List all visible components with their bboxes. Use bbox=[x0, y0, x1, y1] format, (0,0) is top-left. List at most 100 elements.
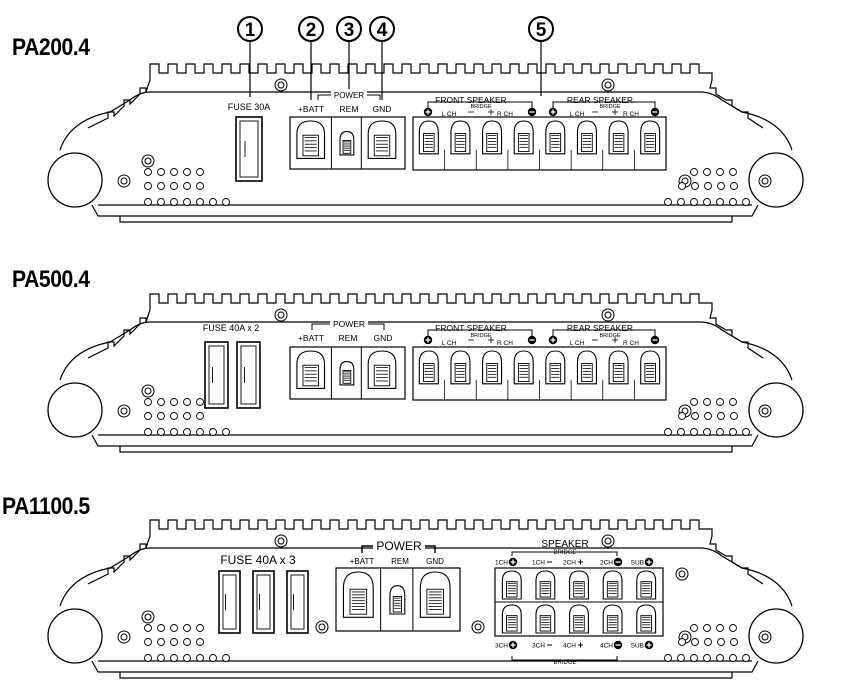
screw-terminal bbox=[482, 350, 503, 385]
screw-terminal bbox=[576, 350, 597, 385]
callout-1: 1 bbox=[237, 16, 263, 97]
speaker-section: FRONT SPEAKER REAR SPEAKER BRIDGE BRIDGE… bbox=[412, 323, 667, 401]
fuse-holder bbox=[252, 570, 275, 634]
screw-terminal bbox=[602, 604, 623, 634]
model-title-pa200-4: PA200.4 bbox=[12, 34, 90, 61]
screw-terminal bbox=[418, 350, 439, 385]
power-terminal-label: +BATT bbox=[298, 333, 324, 343]
screw-terminal bbox=[576, 120, 597, 155]
plus-polarity-icon bbox=[548, 335, 558, 345]
mounting-screw bbox=[601, 308, 615, 322]
amp-pa500-4: FUSE 40A x 2 POWER +BATT REM GND FRONT S… bbox=[47, 293, 804, 453]
screw-terminal bbox=[418, 120, 439, 155]
mounting-screw bbox=[274, 534, 288, 548]
amp-pa1100-5: FUSE 40A x 3 POWER +BATT REM GND SPEAKER… bbox=[47, 519, 804, 679]
heat-sink-fins bbox=[87, 519, 764, 585]
screw-terminal bbox=[636, 604, 657, 634]
speaker-bracket bbox=[552, 329, 656, 340]
heat-sink-fins bbox=[87, 63, 764, 129]
mounting-screw bbox=[141, 384, 155, 398]
speaker-label: SPEAKER bbox=[541, 539, 588, 550]
mounting-screw bbox=[117, 404, 131, 418]
mounting-screw bbox=[117, 630, 131, 644]
fuse-section: FUSE 30A bbox=[228, 102, 271, 182]
plus-sign bbox=[578, 559, 583, 565]
minus-polarity-icon bbox=[527, 107, 537, 117]
power-terminal-label: +BATT bbox=[350, 557, 375, 566]
amplifier-housing bbox=[47, 293, 804, 453]
screw-terminal bbox=[513, 120, 534, 155]
screw-terminal bbox=[640, 120, 661, 155]
power-section: POWER +BATT REM GND bbox=[289, 89, 406, 170]
channel-label: 1CH bbox=[532, 560, 545, 567]
mounting-screw bbox=[758, 404, 772, 418]
screw-terminal bbox=[608, 120, 629, 155]
screw-terminal bbox=[535, 570, 556, 600]
left-channel-label: L CH bbox=[442, 340, 457, 347]
callout-number: 1 bbox=[245, 20, 256, 41]
channel-label: 3CH bbox=[532, 643, 545, 650]
power-terminal-label: GND bbox=[373, 104, 392, 114]
callout-4: 4 bbox=[369, 16, 395, 100]
right-channel-label: R CH bbox=[623, 111, 639, 118]
callout-number: 2 bbox=[306, 20, 317, 41]
speaker-bracket bbox=[552, 101, 656, 112]
channel-label: SUB bbox=[631, 643, 644, 650]
screw-terminal bbox=[501, 604, 522, 634]
housing-top bbox=[59, 321, 793, 381]
channel-label: SUB bbox=[631, 560, 644, 567]
speaker-bracket bbox=[427, 329, 533, 340]
fin-outline bbox=[87, 63, 764, 129]
left-end-cap bbox=[47, 608, 103, 664]
channel-label: 2CH bbox=[600, 560, 613, 567]
fuse-holder bbox=[218, 570, 241, 634]
callout-number: 4 bbox=[377, 20, 388, 41]
channel-label: 3CH bbox=[495, 643, 508, 650]
heat-sink-fins bbox=[87, 293, 764, 359]
screw-terminal bbox=[535, 604, 556, 634]
vent-holes bbox=[144, 168, 750, 206]
rear-speaker-label: REAR SPEAKER bbox=[567, 95, 633, 105]
screw-terminal bbox=[608, 350, 629, 385]
bridge-label: BRIDGE bbox=[470, 104, 491, 110]
channel-label: 1CH bbox=[495, 560, 508, 567]
screw-terminal bbox=[501, 570, 522, 600]
front-speaker-label: FRONT SPEAKER bbox=[435, 323, 507, 333]
bridge-label: BRIDGE bbox=[599, 333, 620, 339]
model-title-pa500-4: PA500.4 bbox=[12, 266, 90, 293]
housing-foot bbox=[119, 446, 733, 453]
screw-terminal bbox=[339, 361, 355, 386]
bridge-label: BRIDGE bbox=[553, 550, 576, 556]
screw-terminal bbox=[569, 570, 589, 600]
plus-polarity-icon bbox=[644, 557, 654, 567]
housing-foot bbox=[119, 672, 733, 679]
right-end-cap bbox=[748, 382, 804, 438]
amplifier-housing bbox=[47, 519, 804, 679]
plus-polarity-icon bbox=[508, 557, 518, 567]
screw-terminal bbox=[640, 350, 661, 385]
screw-terminal bbox=[513, 350, 534, 385]
left-end-cap bbox=[47, 152, 103, 208]
mounting-screw bbox=[675, 567, 689, 581]
power-label: POWER bbox=[376, 539, 422, 553]
mounting-screw bbox=[274, 308, 288, 322]
bridge-label: BRIDGE bbox=[553, 660, 576, 666]
fin-outline bbox=[87, 519, 764, 585]
fuse-label: FUSE 30A bbox=[228, 102, 271, 112]
screw-terminal bbox=[450, 350, 471, 385]
mounting-screw bbox=[471, 620, 485, 634]
plus-polarity-icon bbox=[423, 107, 433, 117]
callout-number: 3 bbox=[344, 20, 355, 41]
power-section: POWER +BATT REM GND bbox=[335, 538, 461, 632]
fuse-label: FUSE 40A x 2 bbox=[203, 323, 260, 333]
bridge-label: BRIDGE bbox=[599, 104, 620, 110]
plus-polarity-icon bbox=[508, 640, 518, 650]
mounting-screw bbox=[274, 78, 288, 92]
callout-2: 2 bbox=[298, 16, 324, 100]
screw-terminal bbox=[569, 604, 589, 634]
minus-polarity-icon bbox=[613, 640, 623, 650]
minus-polarity-icon bbox=[650, 335, 660, 345]
callout-markers: 1 2 3 4 5 bbox=[237, 16, 554, 100]
